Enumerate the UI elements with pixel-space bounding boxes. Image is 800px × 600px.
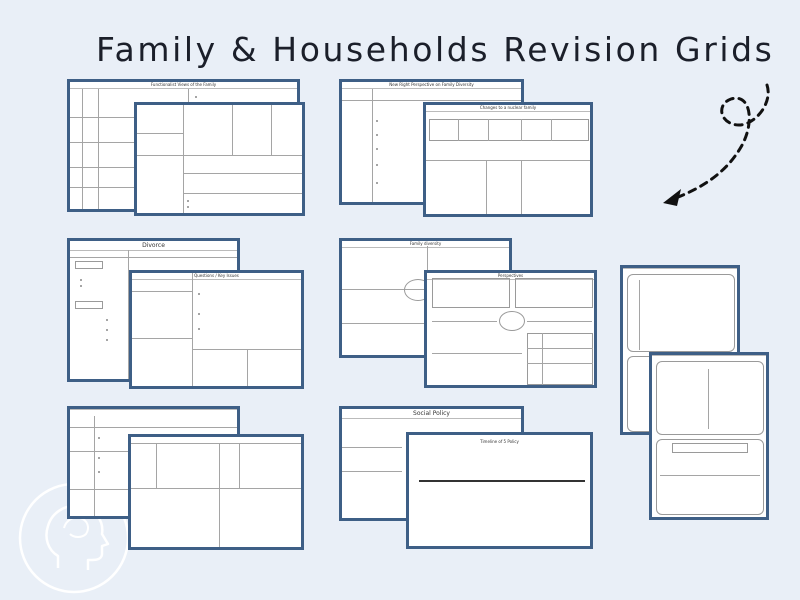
sheet-title: Timeline of 5 Policy (480, 439, 519, 444)
sheet-title (623, 268, 737, 269)
sheet-3-front: Questions / Key Issues (129, 270, 304, 389)
page-title: Family & Households Revision Grids (96, 30, 775, 69)
sheet-title: Functionalist Views of the Family (70, 82, 297, 89)
sheet-title: Questions / Key Issues (132, 273, 301, 280)
sheet-title: Family diversity (342, 241, 509, 248)
timeline-line (419, 480, 585, 482)
sheet-title: Divorce (70, 241, 237, 251)
sheet-title (70, 409, 237, 410)
sheet-5-front (128, 434, 304, 550)
sheet-title: New Right Perspective on Family Diversit… (342, 82, 521, 89)
sheet-2-front: Changes to a nuclear family (423, 102, 593, 217)
sheet-4-front: Perspectives (424, 270, 597, 388)
sheet-title (652, 355, 766, 356)
sheet-6-front: Timeline of 5 Policy (406, 432, 593, 549)
sheet-title: Perspectives (427, 273, 594, 280)
dashed-arrow-icon (663, 83, 770, 206)
sheet-title: Changes to a nuclear family (426, 105, 590, 112)
sheet-title: Social Policy (342, 409, 521, 419)
sheet-7-front (649, 352, 769, 520)
sheet-1-front (134, 102, 305, 216)
